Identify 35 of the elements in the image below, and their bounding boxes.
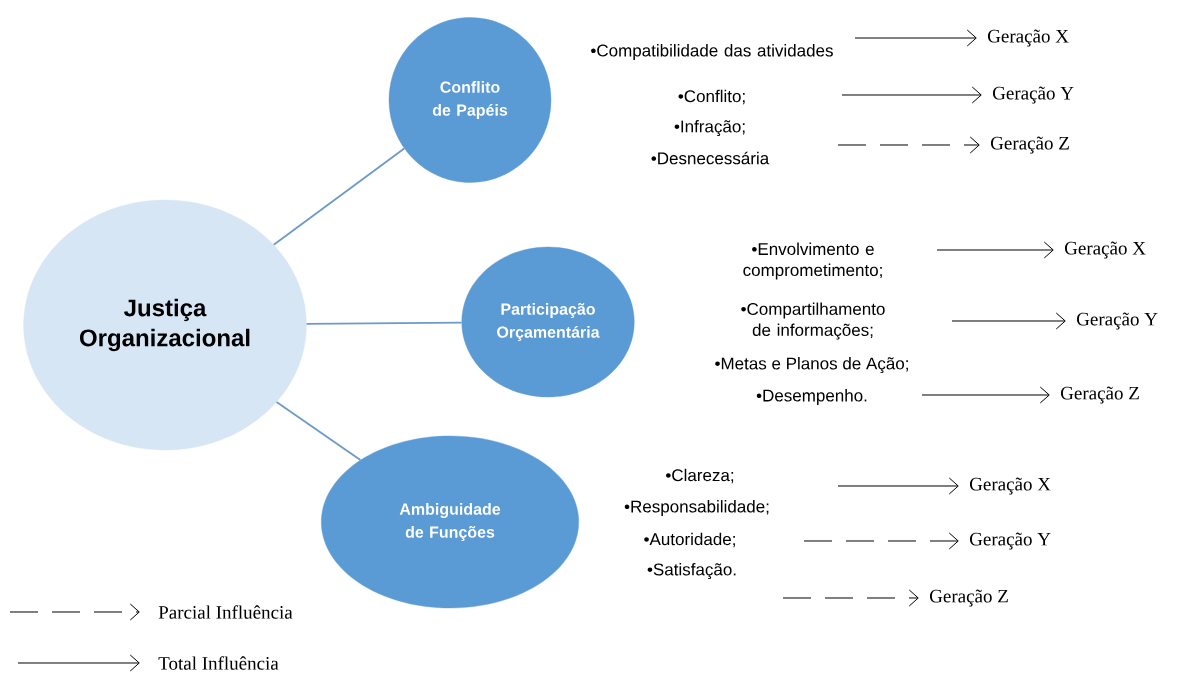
bullet-item: •Clareza; — [666, 468, 734, 484]
generation-label: Geração Y — [993, 86, 1074, 104]
arrow — [803, 532, 959, 550]
bullet-item: •Desnecessária — [651, 151, 770, 165]
bullet-item: •Satisfação. — [647, 563, 736, 579]
generation-label: Geração X — [970, 477, 1051, 495]
bullet-item: •Autoridade; — [644, 532, 735, 548]
generation-label: Geração Z — [1061, 386, 1139, 404]
bullet-item: •Compatibilidade das atividades — [591, 44, 833, 60]
bullet-item: •Infração; — [674, 120, 745, 136]
arrow — [837, 136, 980, 154]
bullet-item: •Desempenho. — [756, 389, 867, 405]
generation-label: Geração Y — [970, 532, 1051, 550]
generation-label: Geração Z — [991, 136, 1069, 154]
connector-line — [275, 401, 362, 461]
arrow — [841, 86, 982, 104]
legend-text: Parcial Influência — [158, 605, 293, 619]
arrow — [854, 29, 977, 47]
arrow — [837, 477, 959, 495]
legend-text: Total Influência — [158, 656, 279, 670]
connector-line — [272, 147, 406, 246]
bullet-item: •Metas e Planos de Ação; — [715, 357, 908, 373]
bullet-item: •Compartilhamento de informações; — [741, 302, 885, 340]
arrow — [936, 241, 1054, 259]
arrow — [951, 312, 1066, 330]
arrow — [782, 589, 919, 607]
generation-label: Geração X — [1065, 241, 1146, 259]
arrow — [921, 386, 1050, 404]
generation-label: Geração X — [988, 29, 1069, 47]
generation-label: Geração Z — [930, 589, 1008, 607]
generation-label: Geração Y — [1077, 312, 1158, 330]
bullet-item: •Responsabilidade; — [624, 500, 769, 516]
bullet-item: •Conflito; — [678, 89, 745, 105]
connector-line — [305, 321, 463, 325]
bullet-item: •Envolvimento e comprometimento; — [743, 242, 882, 280]
